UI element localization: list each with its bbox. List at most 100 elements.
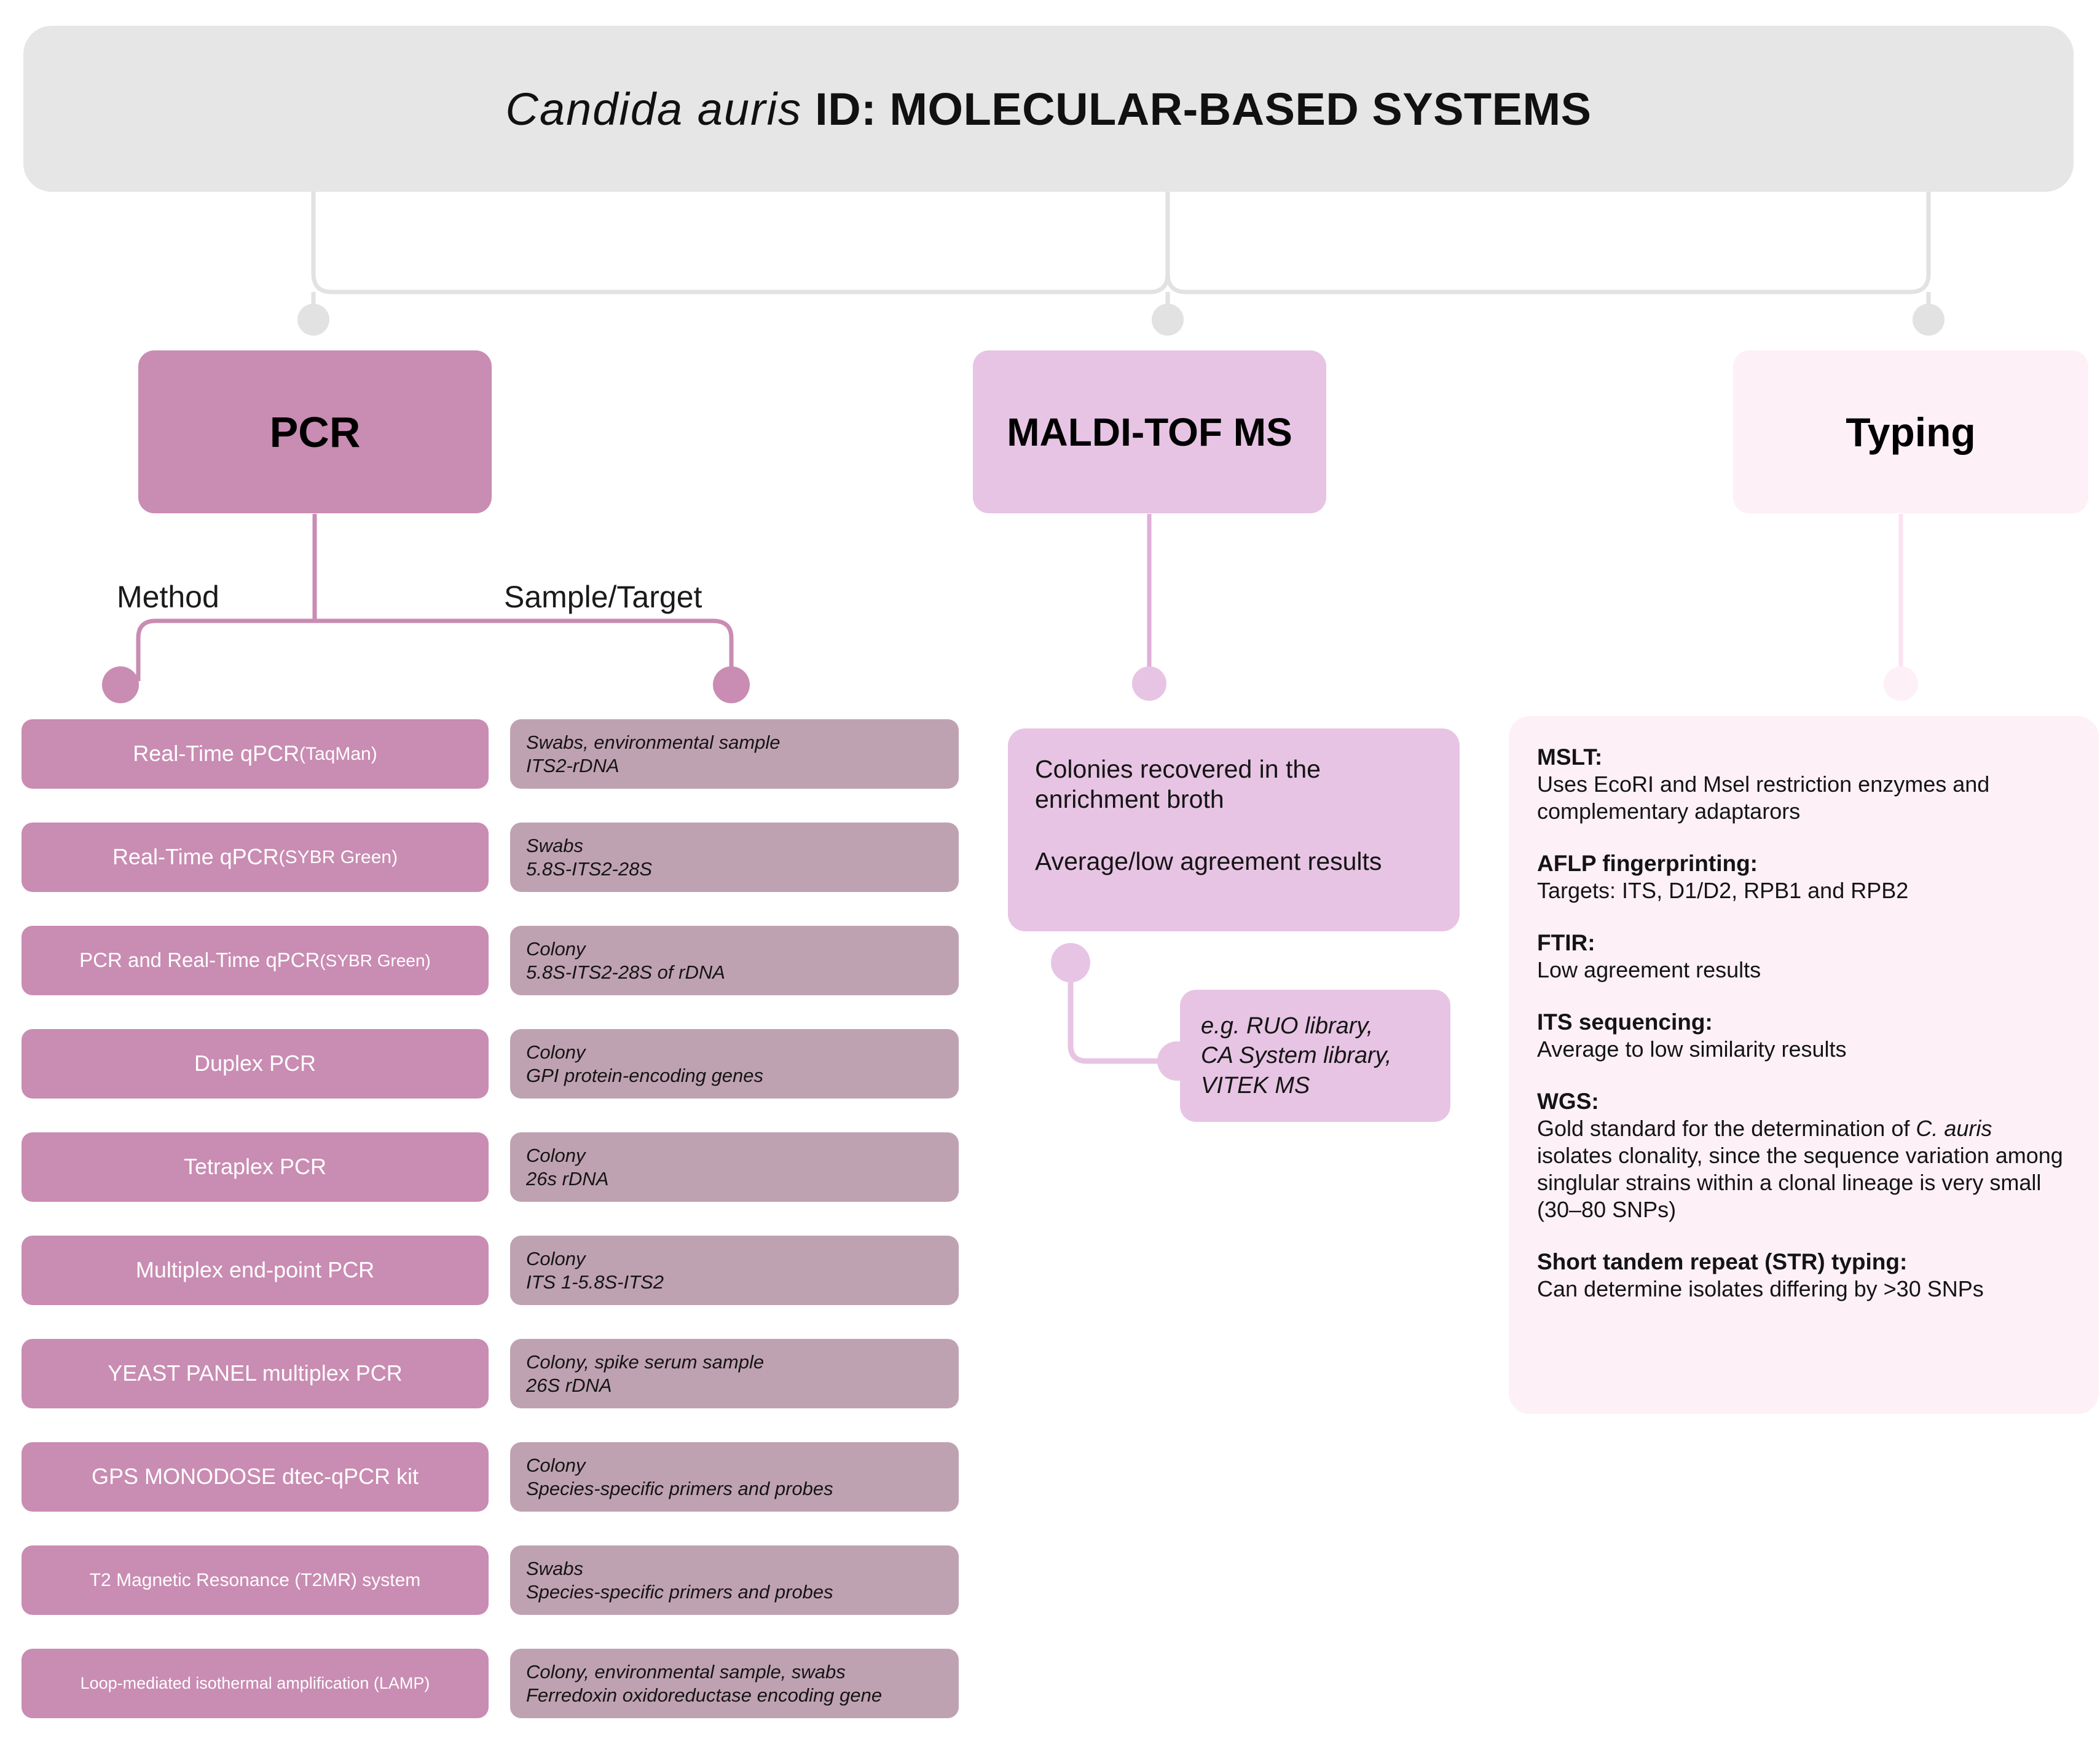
typing-block: ITS sequencing:Average to low similarity… (1537, 1008, 2071, 1063)
typing-details-panel: MSLT:Uses EcoRI and Msel restriction enz… (1509, 716, 2099, 1414)
pcr-target-gene: ITS2-rDNA (526, 754, 619, 776)
typing-block: FTIR:Low agreement results (1537, 929, 2071, 984)
pcr-target-sample: Swabs (526, 1557, 584, 1579)
branch-header-pcr[interactable]: PCR (138, 350, 492, 513)
maldi-line-2: Average/low agreement results (1035, 847, 1382, 876)
pcr-target-gene: 26s rDNA (526, 1167, 609, 1190)
pcr-method-sublabel: (SYBR Green) (278, 846, 398, 867)
pcr-target-sample: Swabs (526, 834, 584, 856)
typing-block-heading: ITS sequencing: (1537, 1009, 1713, 1035)
pcr-method-label: Multiplex end-point PCR (135, 1257, 375, 1283)
pcr-method-label: Real-Time qPCR (112, 844, 279, 870)
pcr-target-sample: Colony, environmental sample, swabs (526, 1660, 846, 1683)
typing-body-pre: Can determine isolates differing by >30 … (1537, 1276, 1984, 1301)
typing-block-body: Average to low similarity results (1537, 1036, 2071, 1063)
pcr-target-gene: Ferredoxin oxidoreductase encoding gene (526, 1684, 883, 1706)
pcr-row: Real-Time qPCR (TaqMan) Swabs, environmen… (0, 719, 983, 823)
pcr-method-label: Duplex PCR (194, 1051, 317, 1076)
pcr-method-sublabel: (SYBR Green) (320, 950, 431, 970)
pcr-row: T2 Magnetic Resonance (T2MR) system Swabs… (0, 1545, 983, 1649)
maldi-library-card: e.g. RUO library, CA System library, VIT… (1180, 990, 1450, 1122)
page-title: Candida auris ID: MOLECULAR-BASED SYSTEM… (506, 83, 1592, 135)
typing-block: MSLT:Uses EcoRI and Msel restriction enz… (1537, 743, 2071, 825)
typing-block-heading: FTIR: (1537, 929, 1595, 955)
typing-block: WGS:Gold standard for the determination … (1537, 1087, 2071, 1223)
typing-block-body: Uses EcoRI and Msel restriction enzymes … (1537, 771, 2071, 825)
pcr-target-gene: Species-specific primers and probes (526, 1477, 833, 1499)
pcr-method-label: PCR and Real-Time qPCR (79, 949, 320, 972)
pcr-row: PCR and Real-Time qPCR (SYBR Green) Colon… (0, 926, 983, 1029)
pcr-target-sample: Swabs, environmental sample (526, 731, 781, 753)
pcr-method-box[interactable]: Loop-mediated isothermal amplification (… (22, 1649, 489, 1718)
typing-block-body: Targets: ITS, D1/D2, RPB1 and RPB2 (1537, 877, 2071, 904)
pcr-row: YEAST PANEL multiplex PCR Colony, spike s… (0, 1339, 983, 1442)
pcr-method-sublabel: (TaqMan) (299, 743, 377, 764)
branch-header-typing-label: Typing (1846, 409, 1976, 455)
pcr-target-sample: Colony (526, 937, 586, 960)
pcr-target-gene: ITS 1-5.8S-ITS2 (526, 1271, 664, 1293)
pcr-target-gene: 5.8S-ITS2-28S of rDNA (526, 961, 725, 983)
typing-body-pre: Targets: ITS, D1/D2, RPB1 and RPB2 (1537, 878, 1909, 904)
typing-block: AFLP fingerprinting:Targets: ITS, D1/D2,… (1537, 850, 2071, 904)
typing-block-body: Gold standard for the determination of C… (1537, 1115, 2071, 1223)
branch-header-maldi-label: MALDI-TOF MS (1007, 409, 1292, 454)
pcr-method-box[interactable]: Duplex PCR (22, 1029, 489, 1099)
page-title-banner: Candida auris ID: MOLECULAR-BASED SYSTEM… (23, 26, 2074, 192)
pcr-method-box[interactable]: GPS MONODOSE dtec-qPCR kit (22, 1442, 489, 1512)
page-title-rest: ID: MOLECULAR-BASED SYSTEMS (802, 83, 1592, 135)
typing-block-heading: MSLT: (1537, 744, 1603, 770)
pcr-method-box[interactable]: Tetraplex PCR (22, 1132, 489, 1202)
pcr-method-label: T2 Magnetic Resonance (T2MR) system (89, 1569, 421, 1590)
pcr-method-box[interactable]: YEAST PANEL multiplex PCR (22, 1339, 489, 1408)
maldi-library-line-1: e.g. RUO library, (1201, 1013, 1374, 1040)
pcr-method-box[interactable]: Real-Time qPCR (SYBR Green) (22, 823, 489, 892)
pcr-method-label: Loop-mediated isothermal amplification (… (80, 1674, 430, 1693)
column-caption-sample-target: Sample/Target (504, 580, 702, 614)
typing-body-pre: Low agreement results (1537, 957, 1761, 983)
column-caption-method: Method (117, 580, 219, 614)
typing-body-post: isolates clonality, since the sequence v… (1537, 1143, 2063, 1222)
pcr-target-sample: Colony (526, 1454, 586, 1476)
maldi-library-line-3: VITEK MS (1201, 1072, 1310, 1099)
maldi-library-line-2: CA System library, (1201, 1043, 1392, 1069)
branch-header-maldi-tof-ms[interactable]: MALDI-TOF MS (973, 350, 1326, 513)
pcr-method-box[interactable]: PCR and Real-Time qPCR (SYBR Green) (22, 926, 489, 995)
pcr-method-box[interactable]: Multiplex end-point PCR (22, 1236, 489, 1305)
pcr-method-label: YEAST PANEL multiplex PCR (108, 1360, 403, 1386)
typing-block-heading: AFLP fingerprinting: (1537, 850, 1758, 876)
pcr-method-label: Real-Time qPCR (133, 741, 299, 767)
pcr-target-gene: 5.8S-ITS2-28S (526, 858, 653, 880)
typing-body-pre: Average to low similarity results (1537, 1036, 1847, 1062)
pcr-method-box[interactable]: Real-Time qPCR (TaqMan) (22, 719, 489, 789)
maldi-line-1: Colonies recovered in the enrichment bro… (1035, 755, 1321, 814)
maldi-details-card: Colonies recovered in the enrichment bro… (1008, 728, 1460, 931)
pcr-target-gene: Species-specific primers and probes (526, 1580, 833, 1603)
pcr-row: Loop-mediated isothermal amplification (… (0, 1649, 983, 1752)
typing-block-heading: Short tandem repeat (STR) typing: (1537, 1249, 1908, 1274)
pcr-target-sample: Colony, spike serum sample (526, 1351, 765, 1373)
typing-block-body: Can determine isolates differing by >30 … (1537, 1276, 2071, 1303)
typing-block-body: Low agreement results (1537, 957, 2071, 984)
typing-body-pre: Gold standard for the determination of (1537, 1116, 1916, 1142)
pcr-method-label: GPS MONODOSE dtec-qPCR kit (91, 1464, 419, 1490)
pcr-method-box[interactable]: T2 Magnetic Resonance (T2MR) system (22, 1545, 489, 1615)
page-title-species: Candida auris (505, 83, 803, 135)
pcr-target-gene: 26S rDNA (526, 1374, 612, 1396)
branch-header-typing[interactable]: Typing (1733, 350, 2088, 513)
